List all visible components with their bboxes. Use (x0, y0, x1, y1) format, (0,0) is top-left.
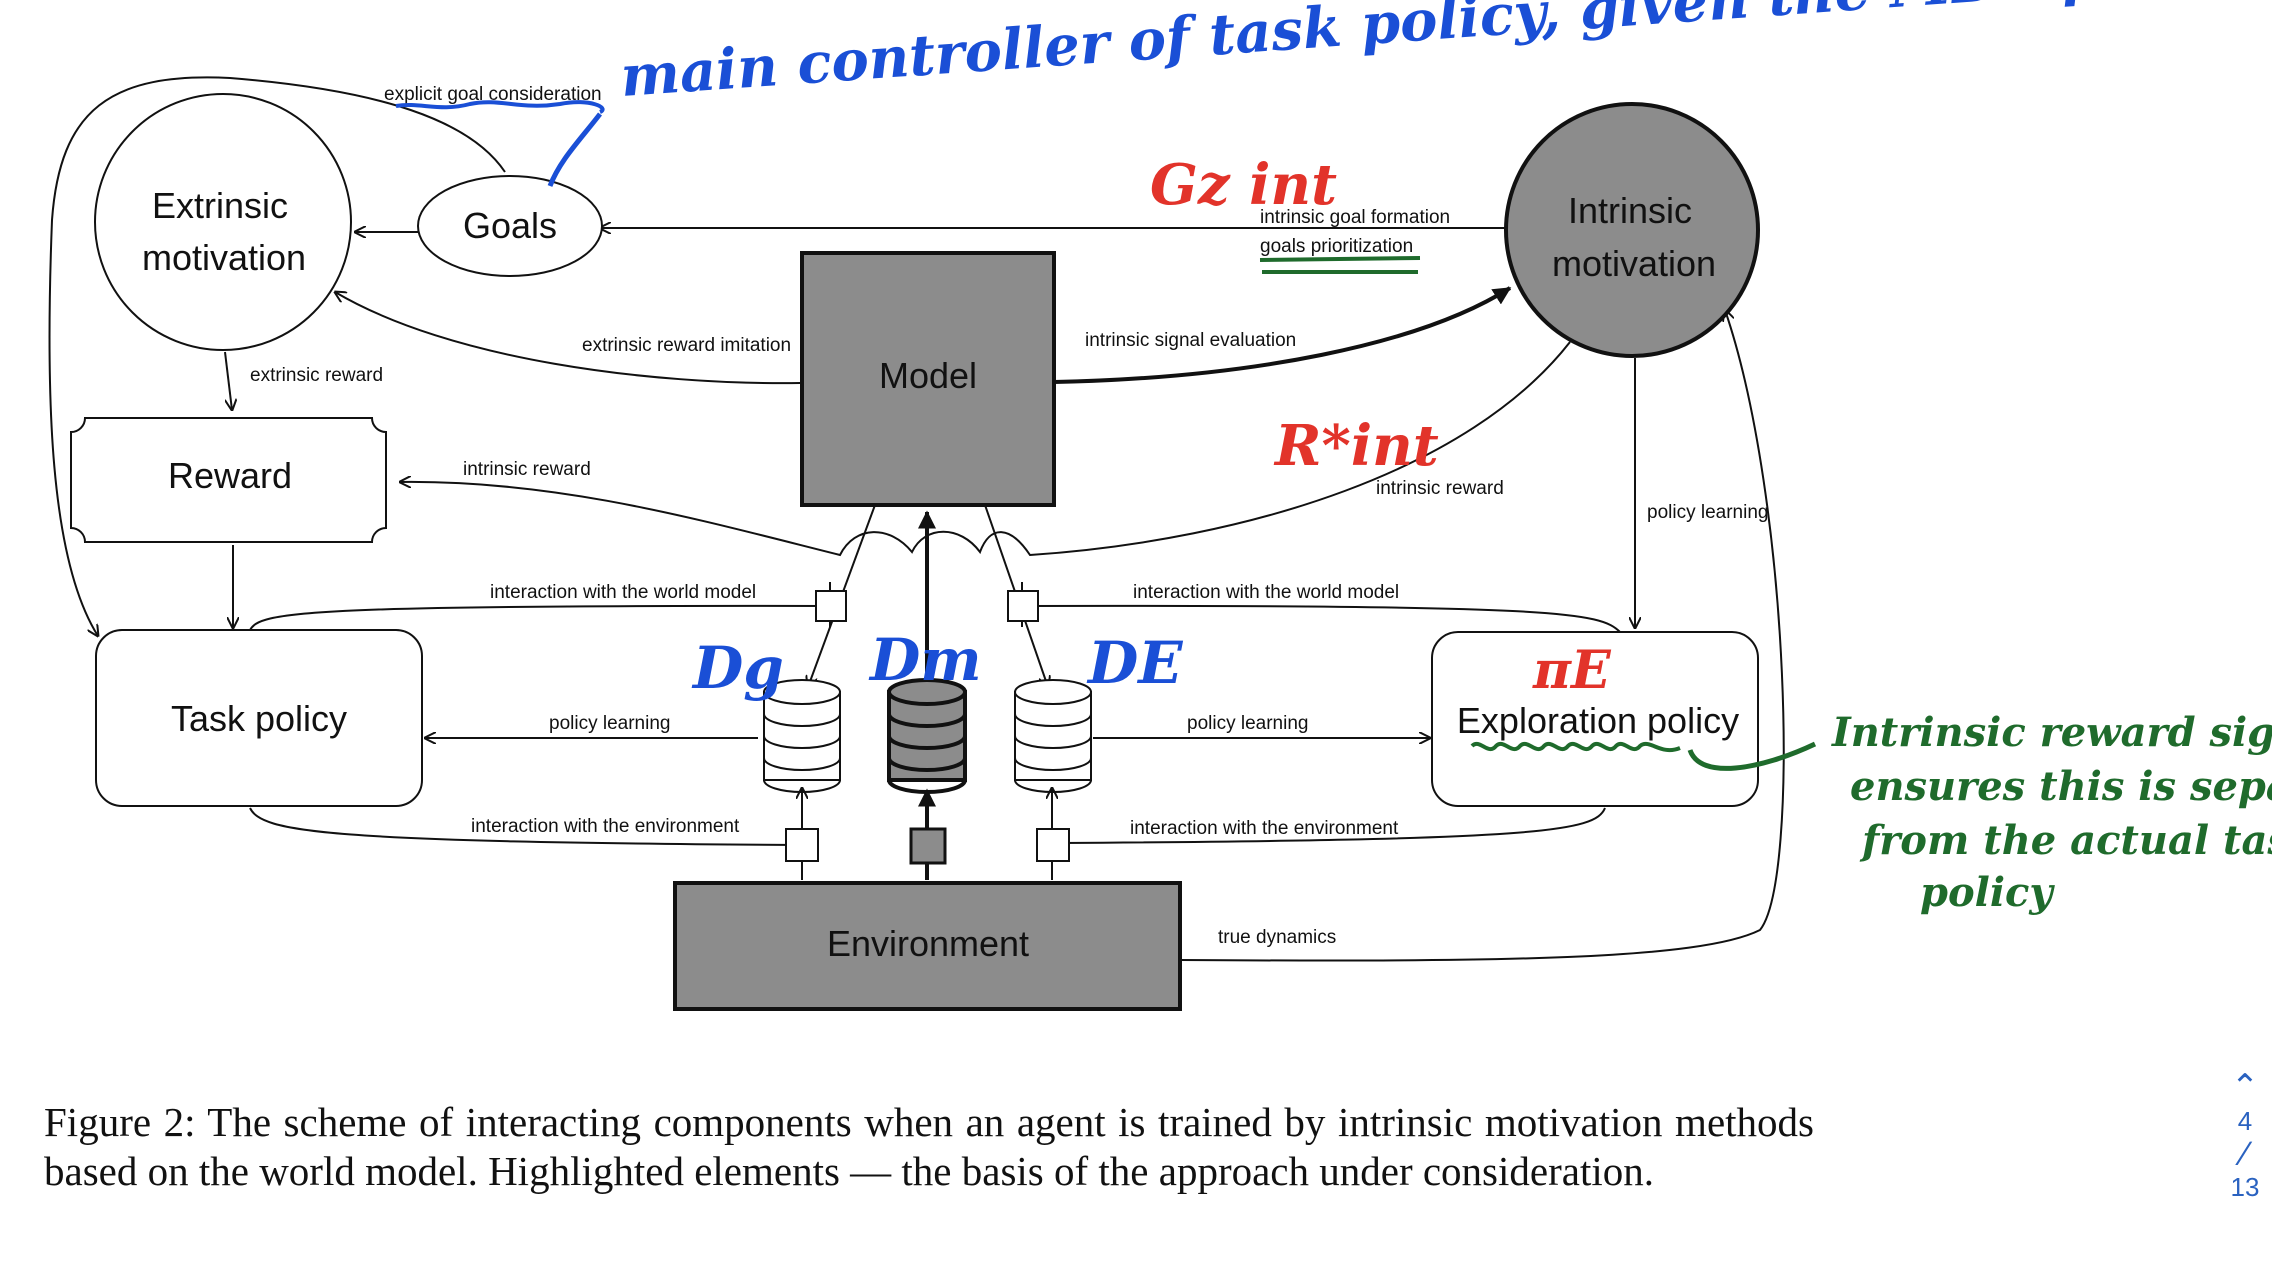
model-node: Model (800, 251, 1056, 507)
green-scribble-exploration (1470, 742, 1681, 752)
green-pointer-stroke (1687, 741, 1817, 771)
label-policy-learning-left: policy learning (549, 713, 670, 734)
intrinsic-motivation-line2: motivation (1552, 243, 1716, 284)
edge-model-to-intrinsic (1053, 286, 1512, 384)
buffer-dg-icon (763, 679, 841, 793)
blue-pointer-stroke (547, 112, 602, 187)
label-explicit-goal-consideration: explicit goal consideration (384, 84, 602, 105)
edge-exploration-world-model (1023, 604, 1621, 633)
label-intrinsic-reward-left: intrinsic reward (463, 459, 591, 480)
page-navigator: ⌃ 4 ∕ 13 (2210, 1070, 2272, 1204)
svg-text:ensures this is separate: ensures this is separate (1850, 763, 2272, 810)
svg-text:Environment: Environment (827, 923, 1029, 964)
environment-node: Environment (673, 881, 1182, 1011)
label-goals-prioritization: goals prioritization (1260, 236, 1413, 257)
reward-node: Reward (70, 417, 387, 543)
edge-exploration-env (1059, 807, 1606, 844)
edge-task-env (249, 807, 801, 846)
page-total: 13 (2230, 1172, 2260, 1202)
scheme-diagram: Extrinsic motivation Goals Model Intrins… (48, 0, 2272, 1011)
svg-text:Reward: Reward (168, 455, 292, 496)
r-int-annotation: R*int (1273, 413, 1439, 479)
dm-annotation: Dm (868, 626, 982, 694)
extrinsic-motivation-line1: Extrinsic (152, 185, 288, 226)
svg-text:Model: Model (879, 355, 977, 396)
label-policy-learning-right: policy learning (1187, 713, 1308, 734)
buffer-dm-icon (887, 678, 967, 794)
edge-task-world-model (249, 604, 831, 631)
svg-text:Task policy: Task policy (171, 698, 347, 739)
label-extrinsic-reward: extrinsic reward (250, 365, 383, 386)
junction-env-left (785, 828, 819, 862)
label-extrinsic-reward-imitation: extrinsic reward imitation (582, 335, 791, 356)
edge-explicit-goal-consideration (48, 76, 506, 636)
junction-world-left (815, 590, 847, 622)
label-interaction-world-model-left: interaction with the world model (490, 582, 756, 603)
svg-text:Exploration policy: Exploration policy (1457, 700, 1739, 741)
edge-extrinsic-to-reward (224, 351, 232, 410)
g-int-annotation: Gz int (1150, 152, 1337, 218)
junction-world-right (1007, 590, 1039, 622)
label-interaction-env-left: interaction with the environment (471, 816, 740, 837)
green-note: Intrinsic reward signal ensures this is … (1831, 709, 2272, 916)
svg-text:Intrinsic reward signal: Intrinsic reward signal (1831, 709, 2272, 756)
label-intrinsic-goal-formation: intrinsic goal formation (1260, 207, 1450, 228)
page-separator: ∕ (2242, 1135, 2248, 1173)
junction-env-center (909, 827, 947, 865)
intrinsic-motivation-line1: Intrinsic (1568, 190, 1692, 231)
label-intrinsic-signal-evaluation: intrinsic signal evaluation (1085, 330, 1296, 351)
dg-annotation: Dg (691, 634, 784, 702)
task-policy-node: Task policy (95, 629, 423, 807)
buffer-de-icon (1014, 679, 1092, 793)
blue-underline-scribble (395, 100, 605, 114)
intrinsic-motivation-node: Intrinsic motivation (1504, 102, 1760, 358)
green-underline-goals-prioritization (1259, 256, 1421, 274)
blue-note: main controller of task policy, given th… (618, 0, 2272, 110)
edge-intrinsic-to-reward (400, 341, 1571, 557)
svg-text:from the actual task: from the actual task (1859, 817, 2272, 864)
label-interaction-world-model-right: interaction with the world model (1133, 582, 1399, 603)
chevron-up-icon[interactable]: ⌃ (2230, 1068, 2260, 1106)
svg-text:Goals: Goals (463, 205, 557, 246)
de-annotation: DE (1086, 629, 1183, 697)
extrinsic-motivation-node: Extrinsic motivation (94, 93, 352, 351)
extrinsic-motivation-line2: motivation (142, 237, 306, 278)
goals-node: Goals (417, 175, 603, 277)
label-policy-learning-top-right: policy learning (1647, 502, 1768, 523)
pi-e-annotation: πE (1532, 640, 1612, 701)
page-current: 4 (2237, 1106, 2253, 1136)
figure-caption: Figure 2: The scheme of interacting comp… (44, 1099, 1814, 1194)
edge-model-to-extrinsic (335, 292, 801, 385)
label-interaction-env-right: interaction with the environment (1130, 818, 1399, 839)
exploration-policy-node: Exploration policy (1431, 631, 1759, 807)
edge-true-dynamics (1179, 310, 1785, 962)
svg-text:policy: policy (1920, 869, 2055, 916)
label-true-dynamics: true dynamics (1218, 927, 1336, 948)
junction-env-right (1036, 828, 1070, 862)
label-intrinsic-reward-right: intrinsic reward (1376, 478, 1504, 499)
